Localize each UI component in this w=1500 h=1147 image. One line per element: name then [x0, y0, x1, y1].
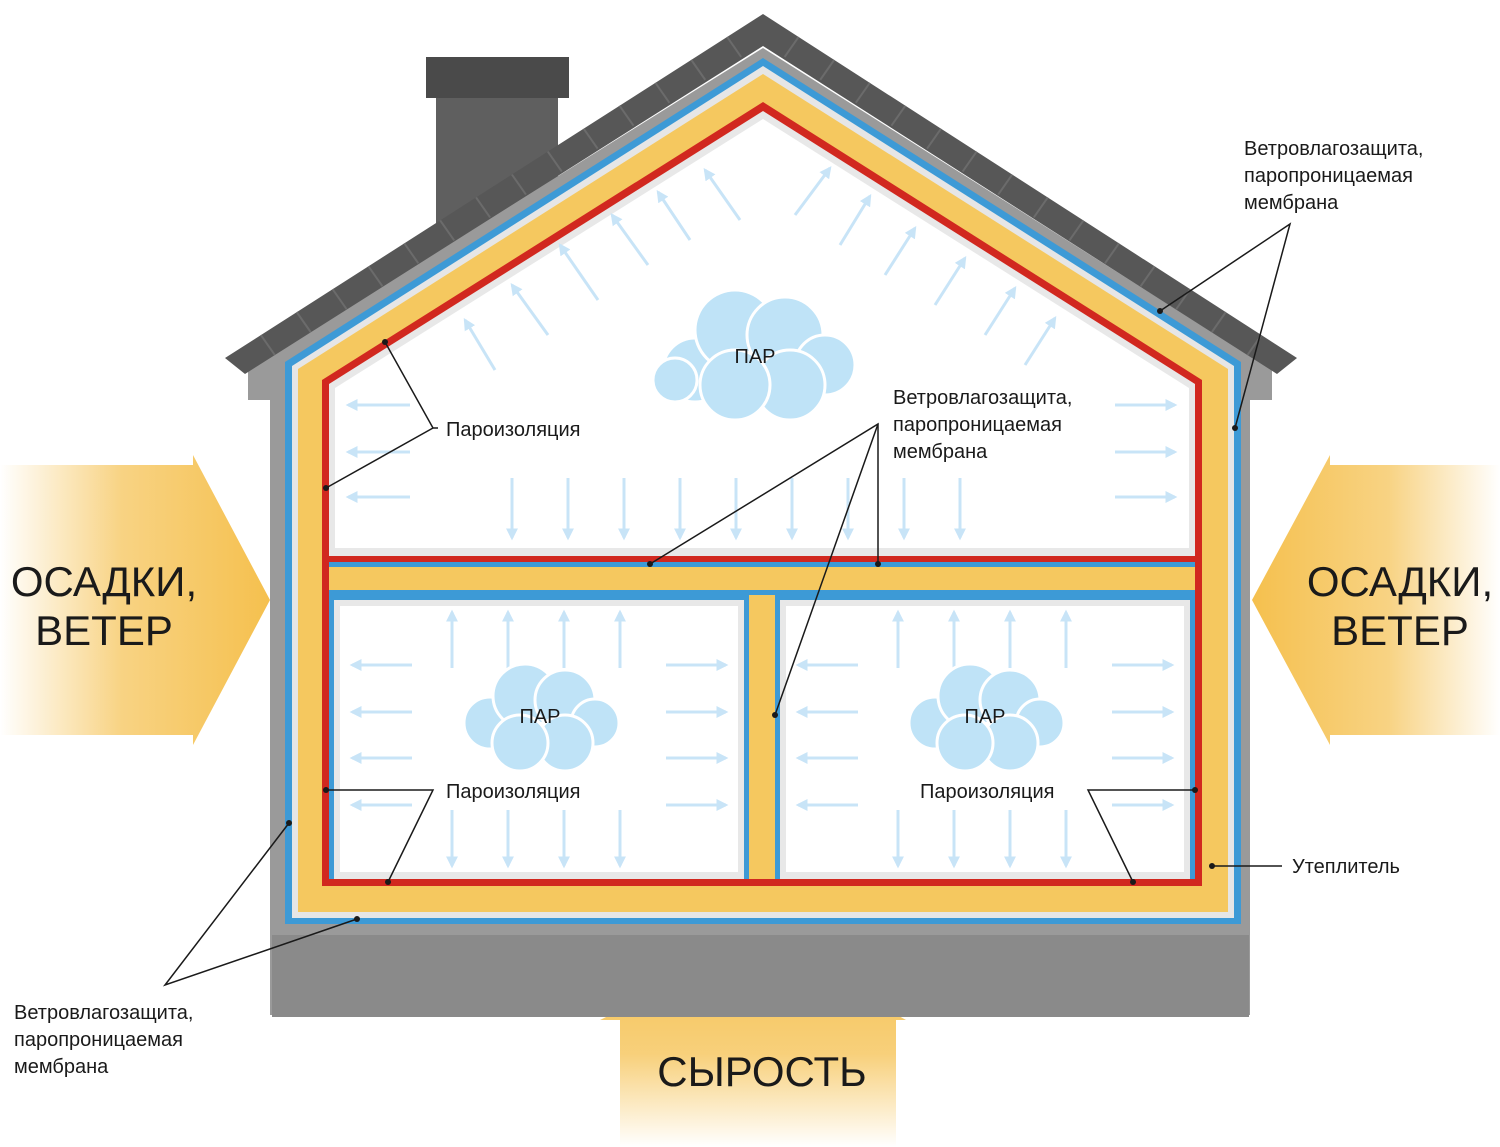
membrane-label-floor-line1: Ветровлагозащита,: [893, 387, 1072, 409]
floor-membrane-top: [329, 562, 1195, 567]
partition-insulation: [749, 595, 775, 879]
shingle-edge: [783, 36, 800, 58]
wind-rain-right-line2: ВЕТЕР: [1331, 607, 1469, 654]
vapor-arrow: [838, 193, 872, 246]
vapor-cloud-left: ПАР: [462, 662, 621, 773]
leader-lines: [162, 222, 1292, 987]
shingle-edge: [690, 59, 707, 81]
shingle-edge: [403, 242, 420, 264]
insulation-label: Утеплитель: [1292, 856, 1400, 878]
leader-dots: [286, 308, 1238, 922]
wind-rain-left-line1: ОСАДКИ,: [11, 558, 197, 605]
shingle-edge: [511, 173, 527, 196]
vapor-arrow: [656, 190, 692, 241]
shingle-edge: [1032, 196, 1049, 219]
chimney-cap: [426, 57, 569, 98]
wind-rain-left-line2: ВЕТЕР: [35, 607, 173, 654]
shingle-edge: [331, 288, 348, 310]
vapor-label-left: ПАР: [519, 706, 560, 728]
vapor-arrow: [883, 225, 917, 276]
damp-label: СЫРОСТЬ: [657, 1048, 866, 1095]
shingle-edge: [997, 173, 1014, 196]
foundation: [272, 935, 1249, 1017]
shingle-edge: [1210, 311, 1227, 333]
vapor-arrow: [558, 243, 600, 301]
vapor-arrow: [610, 213, 650, 266]
wind-rain-arrow-left: [0, 455, 270, 745]
shingle-edge: [439, 219, 456, 241]
vapor-arrow: [463, 317, 497, 371]
membrane-label-floor: Ветровлагозащита, паропроницаемая мембра…: [893, 387, 1072, 463]
membrane-label-bottom-line1: Ветровлагозащита,: [14, 1002, 193, 1024]
shingle-edge: [654, 82, 671, 104]
shingle-edge: [926, 128, 942, 150]
vapor-cloud-right: ПАР: [907, 662, 1066, 773]
vapor-arrow: [1023, 315, 1057, 366]
roof-shingles: [260, 36, 1263, 356]
wind-rain-label-right: ОСАДКИ, ВЕТЕР: [1307, 558, 1493, 654]
vapor-arrow: [933, 255, 967, 306]
vapor-arrow: [983, 285, 1017, 336]
shingle-edge: [819, 59, 836, 81]
shingle-edge: [1068, 219, 1085, 241]
vapor-arrow: [793, 166, 832, 216]
shingle-edge: [582, 128, 599, 150]
shingle-edge: [961, 151, 978, 173]
shingle-edge: [890, 105, 907, 127]
vapor-cloud-attic: ПАР: [651, 288, 857, 422]
shingle-edge: [854, 82, 871, 104]
shingle-edge: [1139, 265, 1156, 287]
shingle-edge: [726, 36, 742, 58]
membrane-label-roof-line3: мембрана: [1244, 192, 1339, 214]
vapor-arrows: [345, 166, 1178, 869]
vapor-arrow: [703, 168, 742, 221]
vapor-barrier-label-left: Пароизоляция: [446, 781, 581, 803]
vapor-label-attic: ПАР: [734, 346, 775, 368]
shingle-edge: [260, 334, 276, 356]
shingle-edge: [1104, 242, 1120, 264]
floor-membrane-bottom: [329, 590, 1195, 595]
membrane-label-floor-line2: паропроницаемая: [893, 414, 1062, 436]
shingle-edge: [618, 105, 635, 127]
vapor-label-right: ПАР: [964, 706, 1005, 728]
wind-rain-arrow-right: [1252, 455, 1500, 745]
shingle-edge: [475, 196, 491, 219]
membrane-label-bottom-line2: паропроницаемая: [14, 1029, 183, 1051]
vapor-arrow: [510, 283, 550, 336]
vapor-barrier-label-right: Пароизоляция: [920, 781, 1055, 803]
floor-insulation: [329, 562, 1195, 594]
wind-rain-right-line1: ОСАДКИ,: [1307, 558, 1493, 605]
wind-rain-label-left: ОСАДКИ, ВЕТЕР: [11, 558, 197, 654]
membrane-label-bottom: Ветровлагозащита, паропроницаемая мембра…: [14, 1002, 193, 1078]
membrane-label-roof-line2: паропроницаемая: [1244, 165, 1413, 187]
vapor-barrier-label-attic: Пароизоляция: [446, 419, 581, 441]
shingle-edge: [546, 151, 563, 173]
membrane-label-bottom-line3: мембрана: [14, 1056, 109, 1078]
membrane-label-floor-line3: мембрана: [893, 441, 988, 463]
shingle-edge: [367, 265, 384, 287]
membrane-label-roof: Ветровлагозащита, паропроницаемая мембра…: [1244, 138, 1423, 214]
shingle-edge: [295, 311, 312, 333]
membrane-label-roof-line1: Ветровлагозащита,: [1244, 138, 1423, 160]
